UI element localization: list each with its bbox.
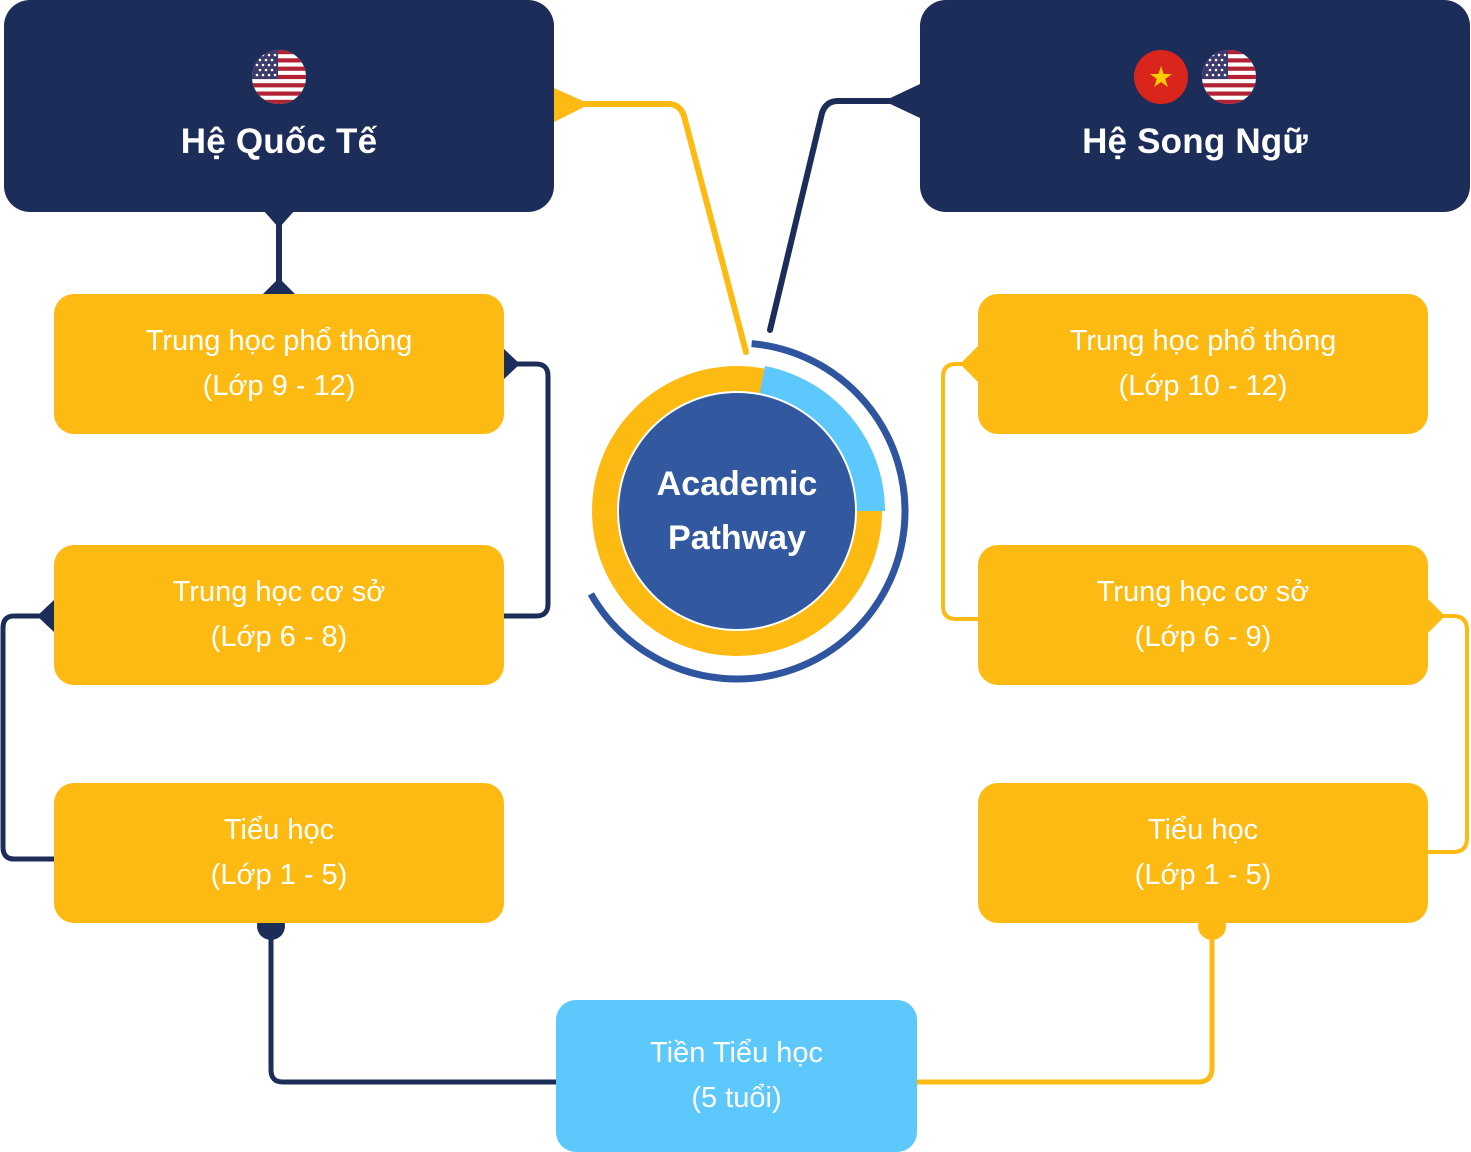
level-grades: (Lớp 6 - 8): [210, 621, 348, 653]
international-middle-school-box: Trung học cơ sở (Lớp 6 - 8): [54, 545, 504, 685]
level-name: Trung học cơ sở: [1096, 576, 1310, 608]
center-core: [619, 393, 855, 629]
outer-ring-arc: [565, 339, 909, 683]
bilingual-high-school-box: Trung học phổ thông (Lớp 10 - 12): [978, 294, 1428, 434]
center-academic-pathway: Academic Pathway: [606, 380, 868, 642]
level-name: Trung học phổ thông: [145, 325, 413, 357]
bilingual-system-title: Hệ Song Ngữ: [1082, 122, 1308, 161]
preschool-age: (5 tuổi): [691, 1082, 782, 1114]
bilingual-primary-school-box: Tiểu học (Lớp 1 - 5): [978, 783, 1428, 923]
level-grades: (Lớp 6 - 9): [1134, 621, 1272, 653]
international-high-school-box: Trung học phổ thông (Lớp 9 - 12): [54, 294, 504, 434]
level-name: Trung học phổ thông: [1069, 325, 1337, 357]
level-grades: (Lớp 9 - 12): [202, 370, 356, 402]
bilingual-system-header: Hệ Song Ngữ: [920, 0, 1470, 212]
level-name: Tiểu học: [223, 814, 335, 846]
international-flags: [252, 50, 306, 104]
vietnam-flag-icon: [1134, 50, 1188, 104]
preschool-name: Tiền Tiểu học: [649, 1037, 824, 1069]
center-label-line1: Academic: [656, 465, 818, 503]
us-flag-icon: [1202, 50, 1256, 104]
level-name: Trung học cơ sở: [172, 576, 386, 608]
bilingual-middle-school-box: Trung học cơ sở (Lớp 6 - 9): [978, 545, 1428, 685]
center-label-line2: Pathway: [668, 519, 806, 557]
bilingual-flags: [1134, 50, 1256, 104]
level-grades: (Lớp 10 - 12): [1118, 370, 1288, 402]
preschool-box: Tiền Tiểu học (5 tuổi): [556, 1000, 917, 1152]
international-primary-school-box: Tiểu học (Lớp 1 - 5): [54, 783, 504, 923]
international-system-title: Hệ Quốc Tế: [180, 122, 378, 161]
international-system-header: Hệ Quốc Tế: [4, 0, 554, 212]
level-name: Tiểu học: [1147, 814, 1259, 846]
level-grades: (Lớp 1 - 5): [1134, 859, 1272, 891]
level-grades: (Lớp 1 - 5): [210, 859, 348, 891]
us-flag-icon: [252, 50, 306, 104]
